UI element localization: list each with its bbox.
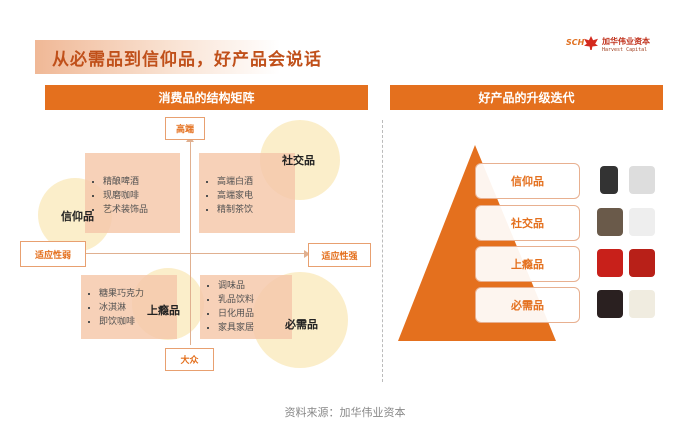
axis-label-right: 适应性强 xyxy=(308,243,371,267)
upgrade-header: 好产品的升级迭代 xyxy=(390,85,663,110)
list-item: 精酿啤酒 xyxy=(103,175,180,189)
maple-leaf-icon xyxy=(584,36,598,50)
list-item: 高端家电 xyxy=(217,189,295,203)
axis-label-bottom: 大众 xyxy=(165,348,214,371)
pyramid-level: 上瘾品 xyxy=(475,246,580,282)
list-item: 艺术装饰品 xyxy=(103,203,180,217)
list-item: 乳品饮料 xyxy=(218,293,292,307)
watch-icon xyxy=(597,208,623,236)
category-social: 社交品 xyxy=(282,154,315,167)
quadrant-top-right: 高端白酒高端家电精制茶饮 xyxy=(199,153,295,233)
pyramid-level: 信仰品 xyxy=(475,163,580,199)
axis-label-left: 适应性弱 xyxy=(20,241,86,267)
list-item: 日化用品 xyxy=(218,307,292,321)
tea-box-icon xyxy=(629,249,655,277)
soy-sauce-icon xyxy=(597,290,623,318)
category-necessity: 必需品 xyxy=(285,318,318,331)
quadrant-bottom-left: 糖果巧克力冰淇淋即饮咖啡 xyxy=(81,275,177,339)
list-item: 调味品 xyxy=(218,279,292,293)
pyramid-level: 必需品 xyxy=(475,287,580,323)
axis-label-top: 高端 xyxy=(165,117,205,140)
logo-mark: SCH xyxy=(566,38,585,47)
list-item: 精制茶饮 xyxy=(217,203,295,217)
snack-pack-icon xyxy=(597,249,623,277)
page-title: 从必需品到信仰品，好产品会说话 xyxy=(52,50,322,70)
list-item: 现磨咖啡 xyxy=(103,189,180,203)
category-addictive: 上瘾品 xyxy=(147,304,180,317)
logo-en: Harvest Capital xyxy=(602,47,648,53)
quadrant-top-left: 精酿啤酒现磨咖啡艺术装饰品 xyxy=(85,153,180,233)
vertical-axis xyxy=(190,140,191,345)
logo-cn: 加华伟业资本 xyxy=(602,37,650,46)
title-banner xyxy=(35,40,280,74)
list-item: 糖果巧克力 xyxy=(99,287,177,301)
logo: SCH 加华伟业资本 Harvest Capital xyxy=(566,36,666,56)
phone-icon xyxy=(600,166,618,194)
source-caption: 资料来源：加华伟业资本 xyxy=(284,406,406,419)
horizontal-axis xyxy=(85,253,305,254)
car-icon xyxy=(629,166,655,194)
divider xyxy=(382,120,383,382)
buns-icon xyxy=(629,290,655,318)
matrix-header: 消费品的结构矩阵 xyxy=(45,85,368,110)
list-item: 即饮咖啡 xyxy=(99,315,177,329)
list-item: 冰淇淋 xyxy=(99,301,177,315)
arrow-right-icon xyxy=(304,250,310,258)
list-item: 家具家居 xyxy=(218,321,292,335)
pyramid-level: 社交品 xyxy=(475,205,580,241)
coffee-cup-icon xyxy=(629,208,655,236)
list-item: 高端白酒 xyxy=(217,175,295,189)
category-faith: 信仰品 xyxy=(61,210,94,223)
quadrant-bottom-right: 调味品乳品饮料日化用品家具家居 xyxy=(200,275,292,339)
